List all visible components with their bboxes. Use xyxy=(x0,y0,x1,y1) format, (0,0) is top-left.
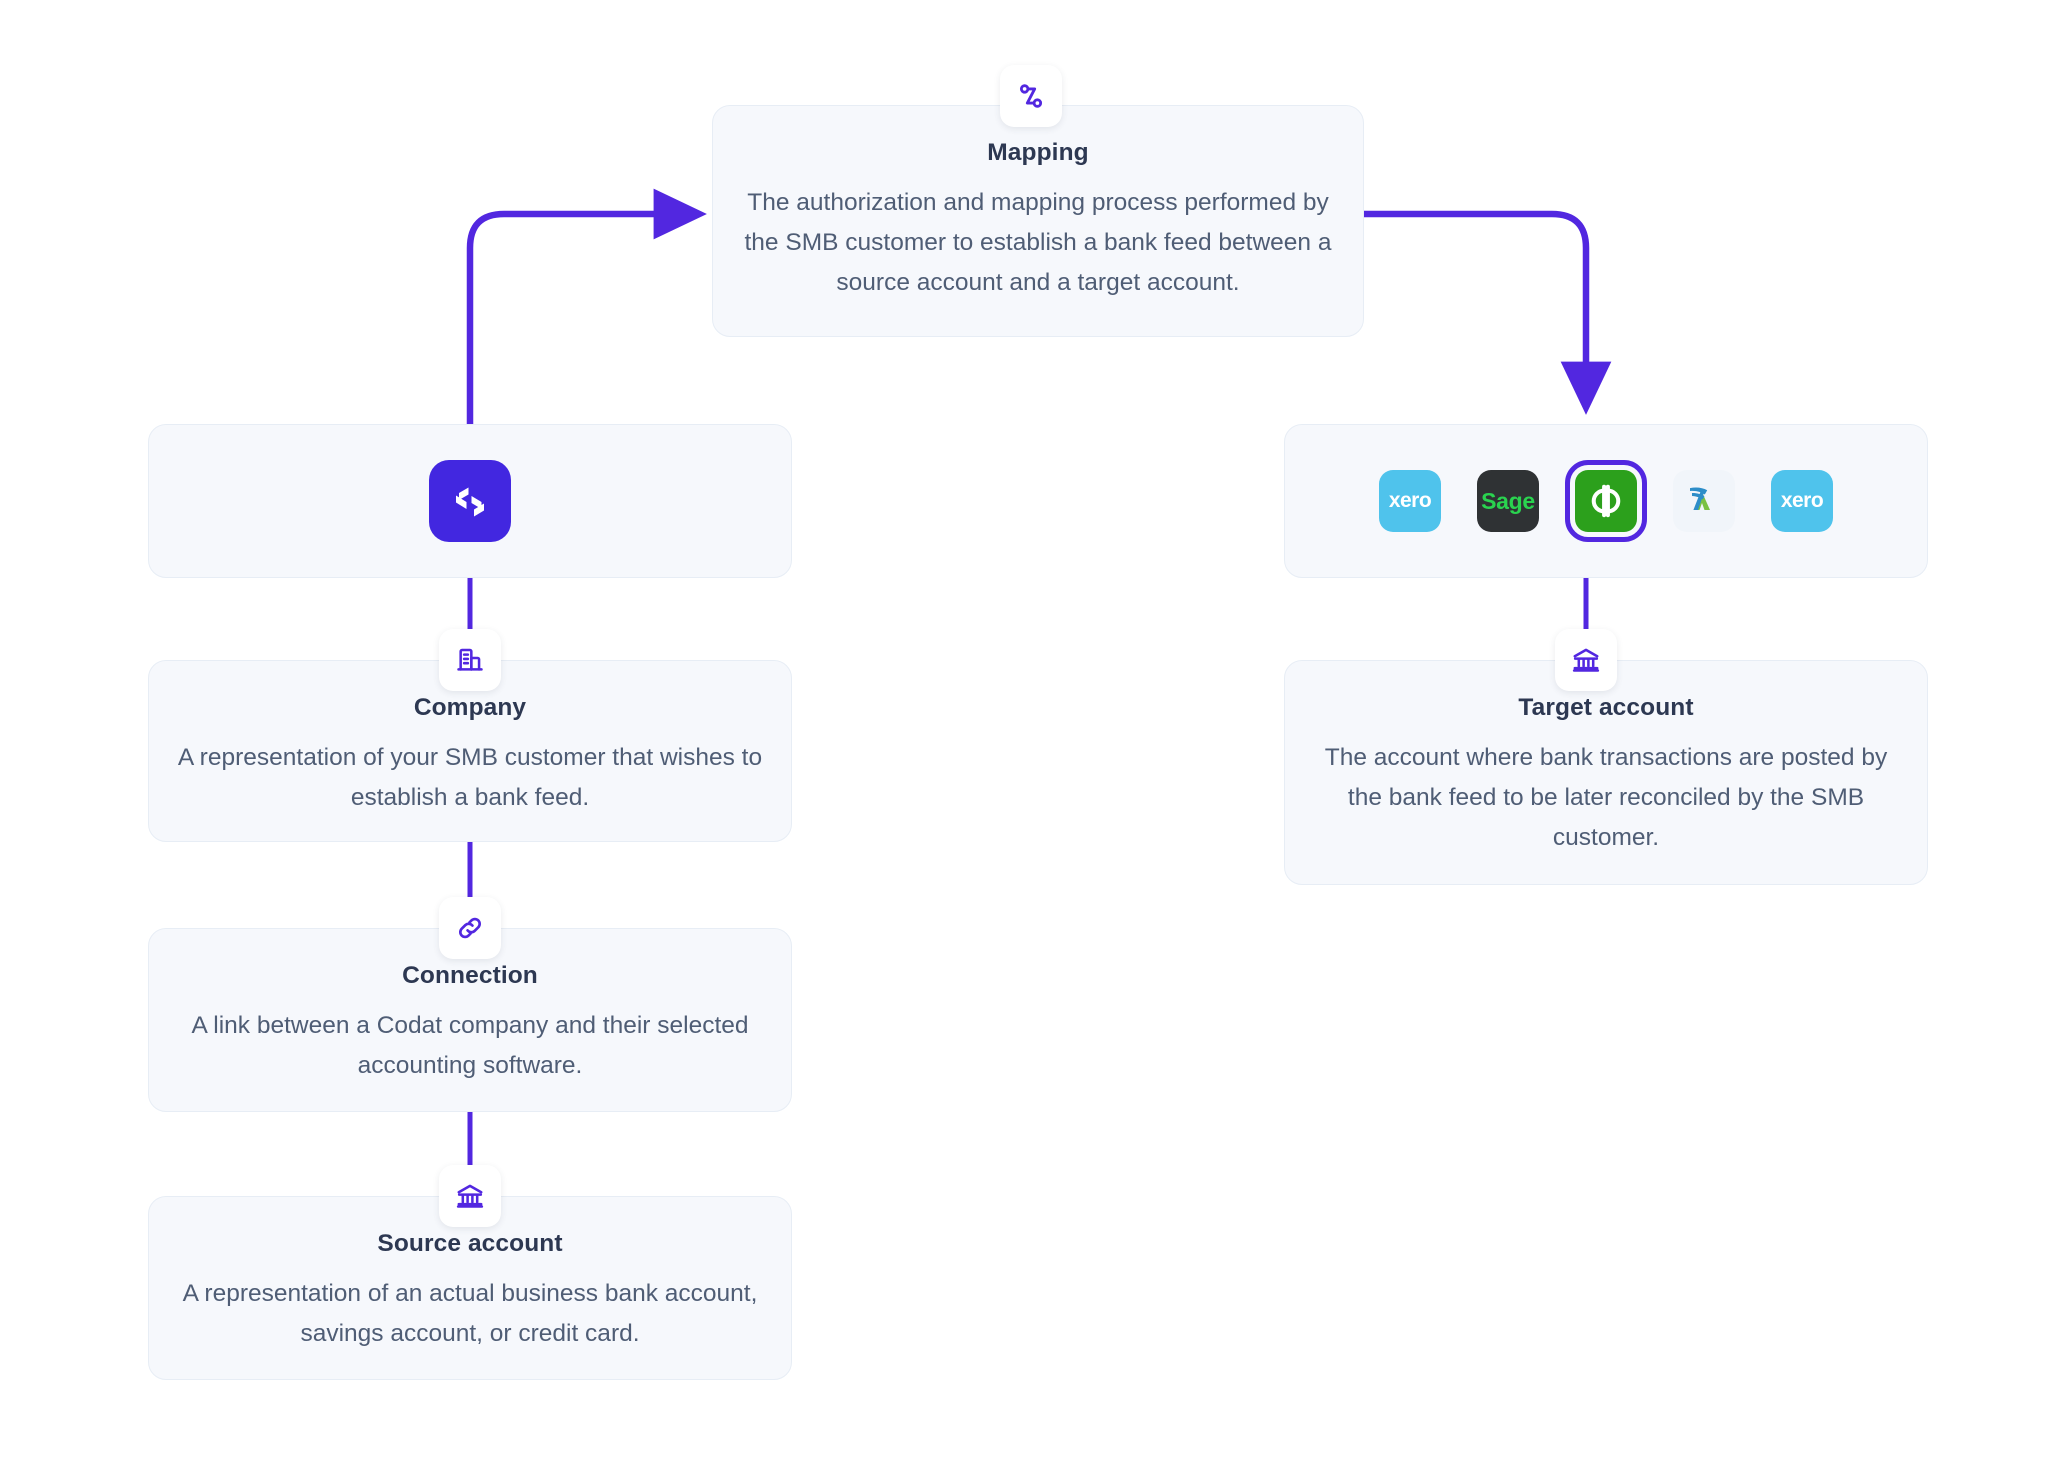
bank-icon xyxy=(439,1165,501,1227)
connection-card-body: A link between a Codat company and their… xyxy=(191,1012,749,1080)
company-card-body: A representation of your SMB customer th… xyxy=(177,744,763,812)
codat-brand-box xyxy=(148,424,792,578)
platform-logo-sage[interactable]: Sage xyxy=(1477,470,1539,532)
codat-logo-icon xyxy=(429,460,511,542)
source-account-card-body: A representation of an actual business b… xyxy=(182,1280,758,1348)
platform-logo-freeagent[interactable] xyxy=(1673,470,1735,532)
bank-icon-target xyxy=(1555,629,1617,691)
target-account-card-body: The account where bank transactions are … xyxy=(1324,744,1888,851)
target-account-card: Target account The account where bank tr… xyxy=(1284,660,1928,885)
mapping-card: Mapping The authorization and mapping pr… xyxy=(712,105,1364,337)
company-card-title: Company xyxy=(413,694,527,721)
connector-codat-to-mapping xyxy=(466,188,707,428)
platforms-box: xero Sage xero xyxy=(1284,424,1928,578)
sage-wordmark: Sage xyxy=(1481,487,1535,514)
connector-mapping-to-platforms xyxy=(1360,210,1612,415)
target-account-card-title: Target account xyxy=(1518,694,1694,721)
mapping-route-icon xyxy=(1000,65,1062,127)
mapping-card-title: Mapping xyxy=(987,139,1089,166)
link-icon xyxy=(439,897,501,959)
building-icon xyxy=(439,629,501,691)
mapping-card-body: The authorization and mapping process pe… xyxy=(744,189,1332,296)
platform-logo-xero-2[interactable]: xero xyxy=(1771,470,1833,532)
platform-logo-xero[interactable]: xero xyxy=(1379,470,1441,532)
platform-logo-quickbooks[interactable] xyxy=(1565,460,1647,542)
source-account-card-title: Source account xyxy=(377,1230,563,1257)
xero-wordmark-2: xero xyxy=(1780,489,1824,512)
connection-card-title: Connection xyxy=(402,962,538,989)
xero-wordmark: xero xyxy=(1388,489,1432,512)
